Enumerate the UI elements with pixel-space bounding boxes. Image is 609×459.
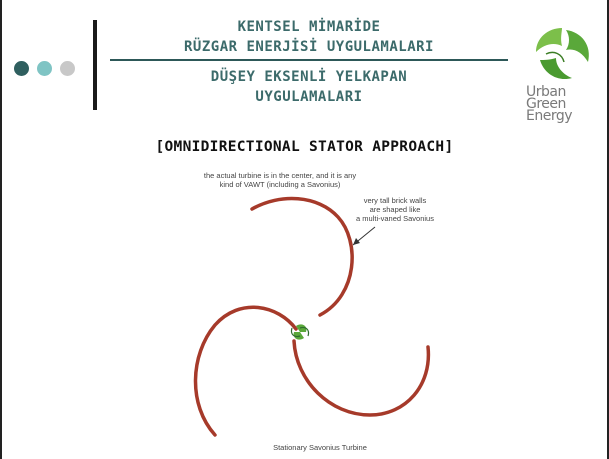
stator-wall-left: [193, 305, 298, 437]
stator-diagram: the actual turbine is in the center, and…: [170, 165, 470, 455]
side-note-line-2: are shaped like: [369, 205, 421, 214]
dot-teal: [37, 61, 52, 76]
title-rule: [110, 59, 508, 61]
top-annotation: the actual turbine is in the center, and…: [185, 171, 375, 189]
title-line-2: RÜZGAR ENERJİSİ UYGULAMALARI: [183, 39, 434, 55]
title-line-3: DÜŞEY EKSENLİ YELKAPAN: [210, 69, 408, 85]
logo-text-urban: Urban: [526, 84, 566, 100]
top-note-line-2: kind of VAWT (including a Savonius): [219, 180, 341, 189]
side-note-line-3: a multi-vaned Savonius: [356, 214, 434, 223]
logo-text-green: Green: [526, 96, 566, 112]
header-divider-bar: [93, 20, 97, 110]
stator-walls-svg: [193, 196, 431, 437]
logo-text-energy: Energy: [526, 108, 573, 124]
turbine-icon: [290, 324, 310, 340]
stator-wall-top: [250, 196, 354, 317]
annotation-arrow: [352, 226, 376, 246]
side-annotation: very tall brick walls are shaped like a …: [340, 196, 450, 223]
title-line-1: KENTSEL MİMARİDE: [237, 19, 381, 35]
slide-subtitle: [OMNIDIRECTIONAL STATOR APPROACH]: [155, 139, 454, 155]
stator-wall-right: [292, 339, 431, 417]
top-note-line-1: the actual turbine is in the center, and…: [203, 171, 357, 180]
dot-dark: [14, 61, 29, 76]
leaf-icon: [536, 28, 589, 80]
slide-right-border: [607, 0, 609, 459]
urban-green-energy-logo: Urban Green Energy: [526, 24, 598, 128]
dot-grey: [60, 61, 75, 76]
diagram-caption: Stationary Savonius Turbine: [273, 443, 367, 452]
side-note-line-1: very tall brick walls: [363, 196, 427, 205]
title-line-4: UYGULAMALARI: [255, 89, 363, 105]
slide-left-border: [0, 0, 2, 459]
decorative-dots: [14, 61, 75, 76]
slide-title: KENTSEL MİMARİDE RÜZGAR ENERJİSİ UYGULAM…: [110, 17, 508, 107]
